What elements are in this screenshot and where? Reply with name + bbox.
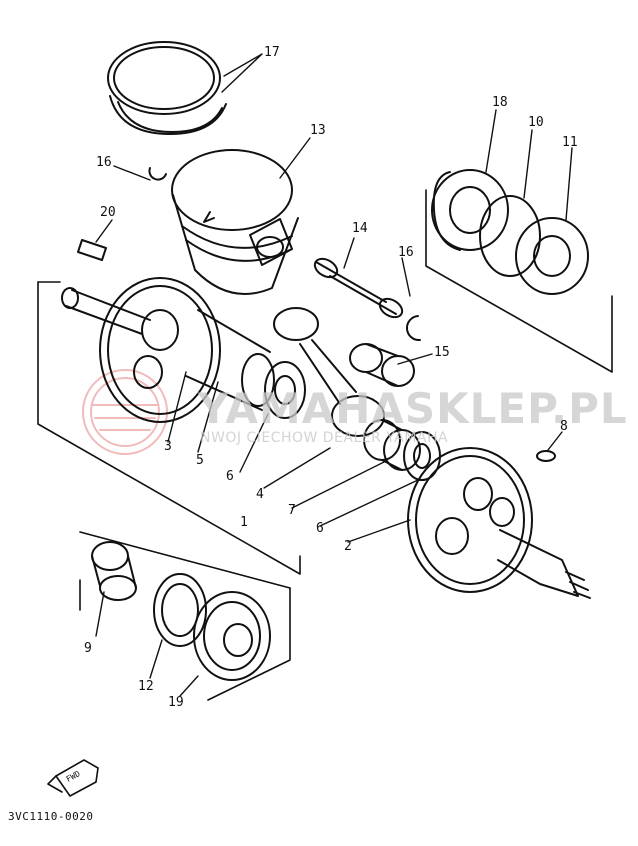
- circlip-10: [479, 195, 541, 277]
- watermark-subtext: NWOJ CIECHOW DEALER YAMAHA: [200, 430, 449, 446]
- bearing-18: [431, 169, 509, 251]
- watermark-text: YAMAHASKLEP.PL: [198, 384, 628, 433]
- needle-bearing-big: [363, 419, 421, 471]
- needle-bearing-small: [349, 343, 415, 387]
- callout-16-left: 16: [96, 155, 112, 170]
- watermark-logo: [82, 369, 168, 455]
- bearing-12: [153, 573, 207, 647]
- callout-17: 17: [264, 45, 280, 60]
- callout-6-left: 6: [226, 469, 234, 484]
- connecting-rod: [273, 307, 385, 437]
- circlip-right: [406, 315, 421, 342]
- callout-16-right: 16: [398, 245, 414, 260]
- washer-left: [264, 361, 306, 419]
- callout-7: 7: [288, 503, 296, 518]
- bush-9: [91, 541, 137, 601]
- callout-10: 10: [528, 115, 544, 130]
- diagram-code: 3VC1110-0020: [8, 810, 94, 823]
- bearing-19: [193, 591, 271, 681]
- callout-20: 20: [100, 205, 116, 220]
- crank-half-right: [407, 447, 591, 599]
- callout-1: 1: [240, 515, 248, 530]
- woodruff-key: [77, 239, 107, 261]
- callout-14: 14: [352, 221, 368, 236]
- piston-pin: [313, 257, 404, 319]
- callout-19: 19: [168, 695, 184, 710]
- frame-main: [37, 281, 301, 575]
- callout-8: 8: [560, 419, 568, 434]
- fwd-arrow-icon: [47, 759, 99, 797]
- callout-2: 2: [344, 539, 352, 554]
- callout-5: 5: [196, 453, 204, 468]
- callout-3: 3: [164, 439, 172, 454]
- frame-upper-right: [425, 189, 613, 373]
- frame-lower: [79, 579, 291, 701]
- oil-seal-11: [515, 217, 589, 295]
- callout-13: 13: [310, 123, 326, 138]
- leader-lines: [95, 53, 573, 697]
- circlip-left: [148, 167, 167, 181]
- key-8: [536, 450, 556, 462]
- crank-half-left: [61, 277, 275, 423]
- callout-12: 12: [138, 679, 154, 694]
- callout-6-right: 6: [316, 521, 324, 536]
- callout-18: 18: [492, 95, 508, 110]
- callout-9: 9: [84, 641, 92, 656]
- piston: [171, 149, 299, 295]
- callout-4: 4: [256, 487, 264, 502]
- piston-rings: [107, 41, 227, 135]
- callout-15: 15: [434, 345, 450, 360]
- callout-11: 11: [562, 135, 578, 150]
